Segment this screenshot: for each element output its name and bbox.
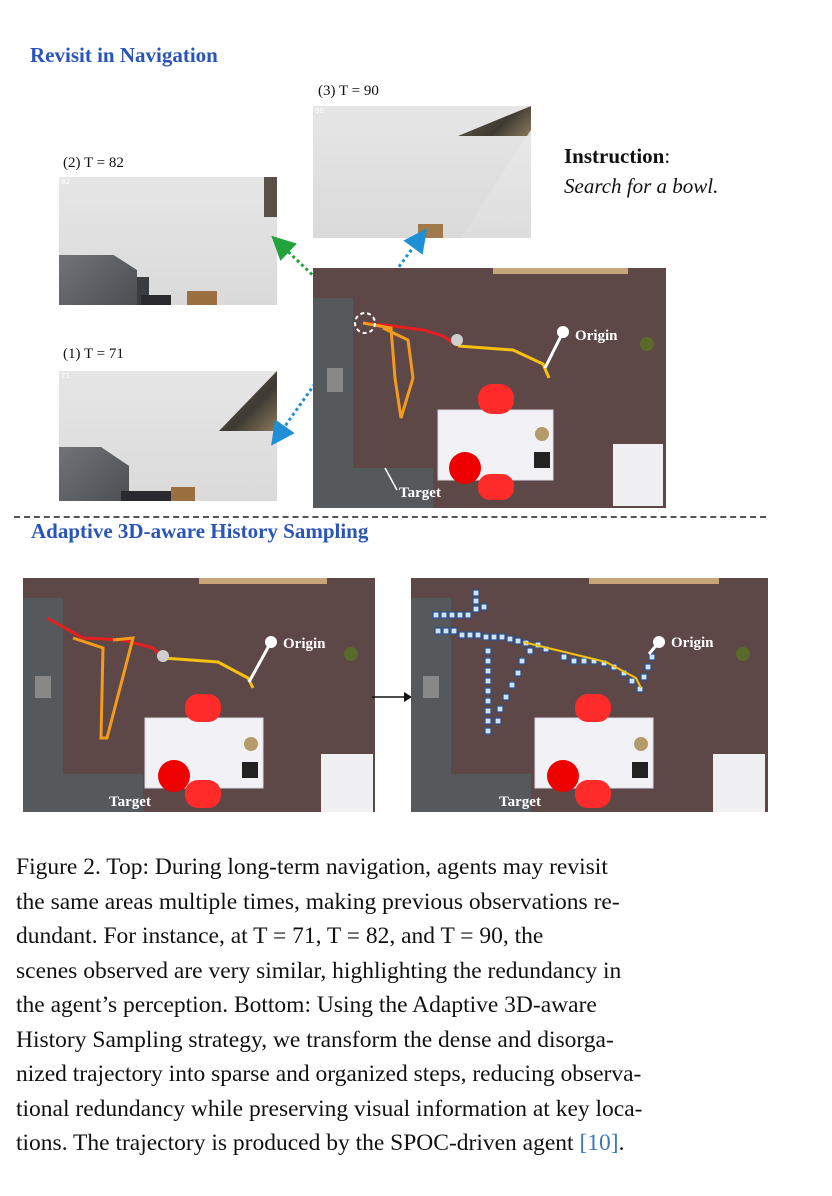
caption-end: . [618,1130,625,1156]
chair-bottom [478,474,514,500]
frame-image-t71: 71 [59,371,277,501]
frame-label-t71: (1) T = 71 [63,346,124,362]
sampled-steps [432,589,656,735]
origin-label: Origin [283,636,326,652]
caption-line: the agent’s perception. Bottom: Using th… [16,992,597,1018]
citation-link[interactable]: [10] [579,1130,619,1156]
target-dot [449,452,481,484]
bottom-right-floor-map: Origin Target [411,578,768,812]
path-yellow [457,344,551,379]
plant-icon [640,337,654,351]
caption-line: tional redundancy while preserving visua… [16,1095,643,1122]
plant-icon [736,647,750,661]
section-title-adaptive: Adaptive 3D-aware History Sampling [31,519,369,543]
caption-line: scenes observed are very similar, highli… [16,957,622,984]
origin-label: Origin [671,635,714,651]
revisit-circle [354,312,376,334]
bottom-left-floor-map: Origin Target [23,578,375,812]
instruction-text: Search for a bowl. [564,174,719,198]
target-dot [158,760,190,792]
appliance-icon [534,452,550,468]
path-red [362,321,459,348]
transform-arrow [372,692,412,702]
origin-label: Origin [575,328,618,344]
bowl-icon [535,427,549,441]
agent-icon [451,334,463,346]
origin-marker [557,326,569,338]
target-label: Target [109,794,151,810]
fridge [613,444,663,506]
caption-line: Figure 2. Top: During long-term navigati… [16,854,608,880]
path-orange [362,321,415,419]
frame-stamp-t71: 71 [61,372,70,380]
target-dot [547,760,579,792]
vent-icon [327,368,343,392]
plant-icon [344,647,358,661]
instruction-heading: Instruction: [564,144,670,169]
frame-image-t90: 90 [313,106,531,238]
chair-top [478,384,514,414]
instruction-title: Instruction [564,144,665,168]
frame-stamp-t82: 82 [61,178,70,186]
target-label: Target [499,794,541,810]
caption-line: History Sampling strategy, we transform … [16,1026,614,1053]
stone-floor [313,298,353,508]
section-title-revisit: Revisit in Navigation [30,43,218,67]
frame-image-t82: 82 [59,177,277,305]
frame-stamp-t90: 90 [315,107,324,115]
frame-label-t82: (2) T = 82 [63,155,124,171]
caption-line: the same areas multiple times, making pr… [16,888,620,915]
path-origin-segment [543,331,565,369]
top-floor-map: Origin Target [313,268,666,508]
instruction-colon: : [664,144,671,168]
caption-line: dundant. For instance, at T = 71, T = 82… [16,923,544,949]
caption-line: nized trajectory into sparse and organiz… [16,1061,642,1087]
figure-caption: Figure 2. Top: During long-term navigati… [16,850,776,1161]
target-label: Target [399,485,441,501]
caption-line: tions. The trajectory is produced by the… [16,1130,580,1156]
frame-label-t90: (3) T = 90 [318,83,379,99]
wall-shelf [493,268,628,274]
caption-last-line: tions. The trajectory is produced by the… [16,1126,776,1161]
section-divider [14,516,766,518]
